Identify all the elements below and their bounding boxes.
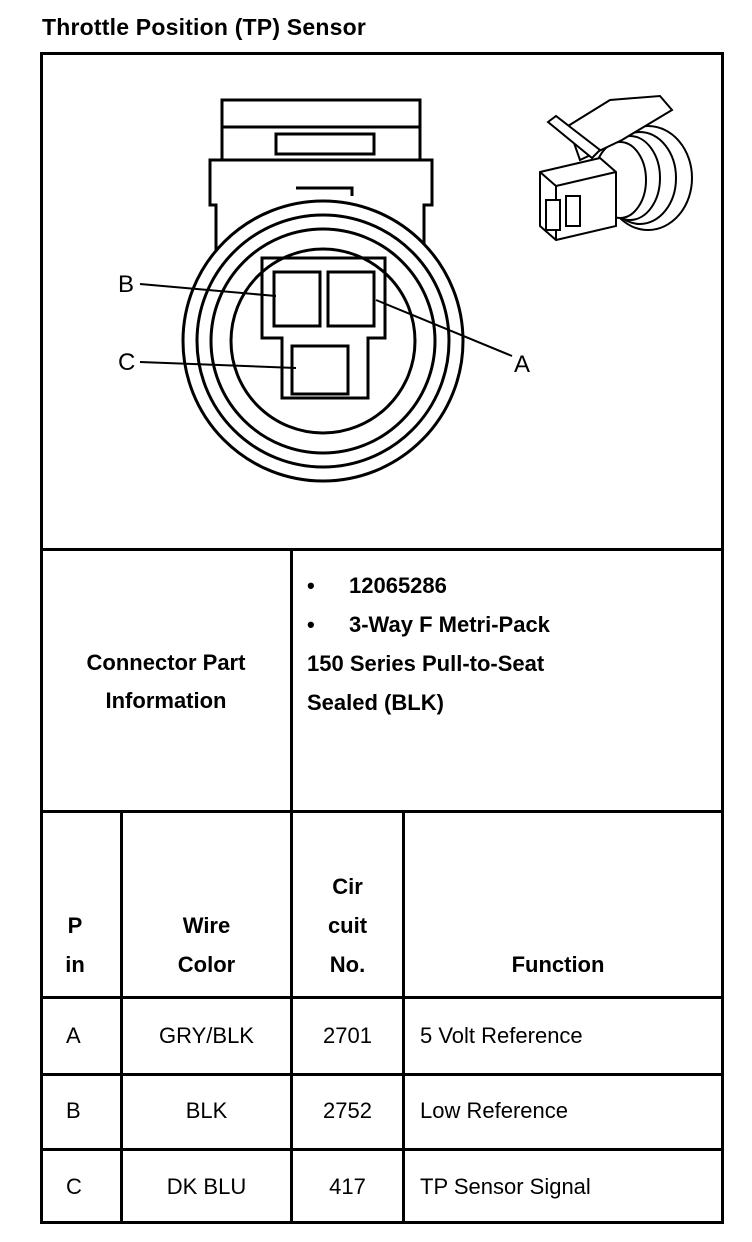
- header-circuit-line2: cuit: [327, 913, 368, 938]
- connector-series: 150 Series Pull-to-Seat: [307, 651, 545, 676]
- divider-info-column: [290, 548, 293, 812]
- header-pin-line2: in: [65, 952, 85, 977]
- connector-part-info-label-line1: Connector Part: [86, 649, 246, 675]
- header-wire-line2: Color: [177, 952, 236, 977]
- pin-label-c: C: [118, 349, 135, 376]
- bullet-icon: •: [307, 612, 315, 637]
- connector-part-info-label-line2: Information: [105, 687, 227, 713]
- row-c-function: TP Sensor Signal: [420, 1174, 591, 1199]
- row-b-function: Low Reference: [420, 1098, 568, 1123]
- row-a-wire-color: GRY/BLK: [159, 1023, 254, 1048]
- row-a-pin: A: [66, 1023, 81, 1048]
- connector-face-drawing: [181, 98, 465, 483]
- header-circuit-line1: Cir: [332, 874, 363, 899]
- divider-col-pin: [120, 810, 123, 1224]
- pin-leader-lines: [139, 283, 513, 369]
- row-b-pin: B: [66, 1098, 81, 1123]
- header-circuit-line3: No.: [329, 952, 366, 977]
- pin-label-a: A: [514, 351, 530, 378]
- divider-col-wire: [290, 810, 293, 1224]
- row-c-pin: C: [66, 1174, 82, 1199]
- divider-row-a: [40, 1073, 724, 1076]
- header-wire-line1: Wire: [182, 913, 231, 938]
- connector-part-info-label: Connector Part Information: [40, 552, 292, 811]
- header-wire-color: Wire Color: [123, 906, 290, 984]
- row-a-function: 5 Volt Reference: [420, 1023, 583, 1048]
- connector-table-frame: [40, 52, 724, 1224]
- divider-col-circuit: [402, 810, 405, 1224]
- row-a-circuit: 2701: [323, 1023, 372, 1048]
- pin-label-b: B: [118, 271, 134, 298]
- divider-diagram: [40, 548, 724, 551]
- row-b-circuit: 2752: [323, 1098, 372, 1123]
- info-bullet: • 3-Way F Metri-Pack: [307, 605, 550, 644]
- bullet-icon: •: [307, 573, 315, 598]
- row-b-wire-color: BLK: [185, 1098, 228, 1123]
- divider-connector-info: [40, 810, 724, 813]
- page-title: Throttle Position (TP) Sensor: [42, 14, 366, 40]
- header-function: Function: [511, 952, 605, 977]
- info-bullet: • 12065286: [307, 566, 550, 605]
- header-pin-line1: P: [67, 913, 83, 938]
- connector-seal: Sealed (BLK): [307, 690, 444, 715]
- header-circuit-no: Cir cuit No.: [293, 867, 402, 984]
- connector-diagram: B C A: [118, 94, 693, 483]
- header-pin: P in: [40, 906, 110, 984]
- connector-type: 3-Way F Metri-Pack: [349, 612, 550, 637]
- row-c-circuit: 417: [329, 1174, 366, 1199]
- connector-part-info: • 12065286 • 3-Way F Metri-Pack 150 Seri…: [307, 566, 550, 722]
- divider-header: [40, 996, 724, 999]
- divider-row-b: [40, 1148, 724, 1151]
- connector-isometric-drawing: [539, 94, 693, 242]
- part-number: 12065286: [349, 573, 447, 598]
- row-c-wire-color: DK BLU: [166, 1174, 247, 1199]
